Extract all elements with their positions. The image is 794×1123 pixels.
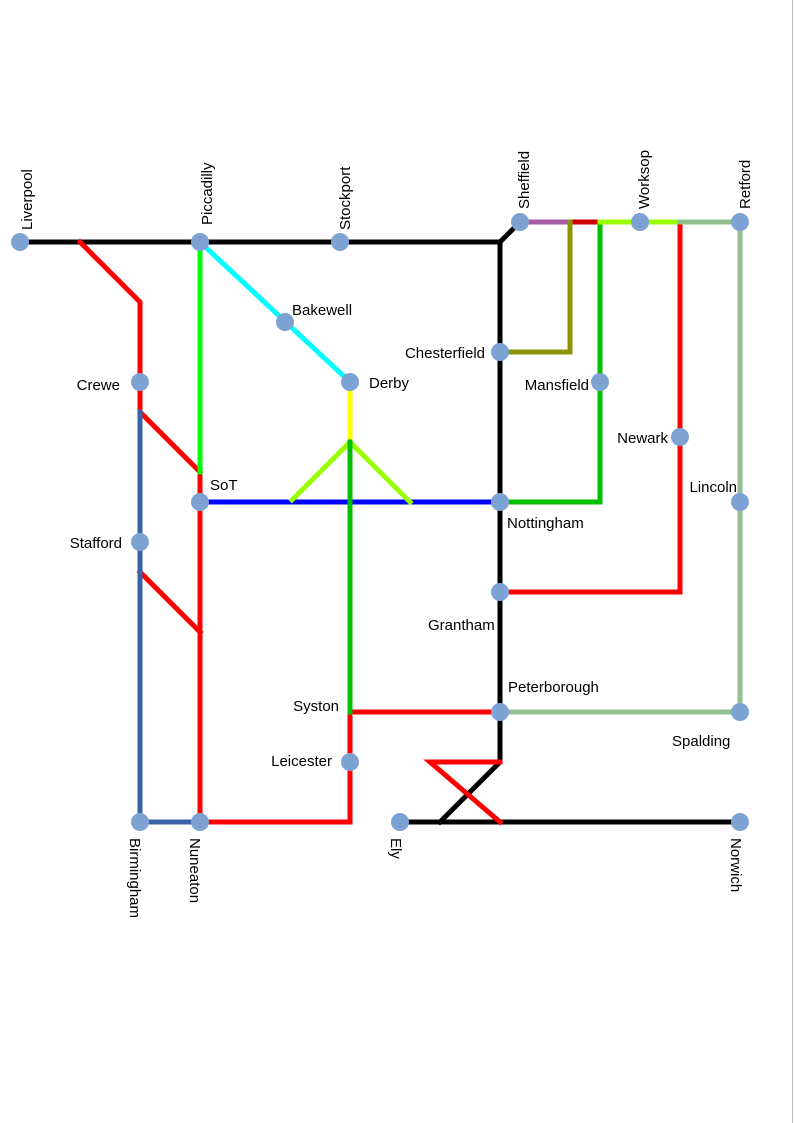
label-chesterfield: Chesterfield — [405, 345, 485, 362]
labels: Liverpool Piccadilly Stockport Sheffield… — [19, 150, 754, 918]
label-syston: Syston — [293, 698, 339, 715]
station-liverpool[interactable] — [11, 233, 29, 251]
label-newark: Newark — [617, 430, 668, 447]
station-leicester[interactable] — [341, 753, 359, 771]
label-worksop: Worksop — [636, 150, 653, 209]
station-nuneaton[interactable] — [191, 813, 209, 831]
label-stafford: Stafford — [70, 535, 122, 552]
route-ely-loop — [423, 759, 504, 826]
station-spalding[interactable] — [731, 703, 749, 721]
label-spalding: Spalding — [672, 733, 730, 750]
label-sot: SoT — [210, 477, 238, 494]
label-birmingham: Birmingham — [126, 838, 143, 918]
station-ely[interactable] — [391, 813, 409, 831]
route-stafford-branch — [136, 568, 204, 636]
station-sheffield[interactable] — [511, 213, 529, 231]
station-sot[interactable] — [191, 493, 209, 511]
label-nuneaton: Nuneaton — [186, 838, 203, 903]
station-lincoln[interactable] — [731, 493, 749, 511]
route-main-east-west — [17, 218, 524, 245]
station-peterborough[interactable] — [491, 703, 509, 721]
station-derby[interactable] — [341, 373, 359, 391]
station-stockport[interactable] — [331, 233, 349, 251]
label-crewe: Crewe — [77, 377, 120, 394]
station-bakewell[interactable] — [276, 313, 294, 331]
route-crewe-birmingham — [137, 409, 203, 825]
label-norwich: Norwich — [727, 838, 744, 892]
stations — [11, 213, 749, 831]
label-grantham: Grantham — [428, 617, 495, 634]
label-retford: Retford — [737, 160, 754, 209]
route-piccadilly-derby — [196, 238, 354, 386]
label-leicester: Leicester — [271, 753, 332, 770]
label-bakewell: Bakewell — [292, 302, 352, 319]
station-piccadilly[interactable] — [191, 233, 209, 251]
station-newark[interactable] — [671, 428, 689, 446]
label-mansfield: Mansfield — [525, 377, 589, 394]
route-chesterfield-link — [497, 219, 573, 355]
label-stockport: Stockport — [337, 166, 354, 230]
route-worksop-mansfield — [497, 219, 603, 505]
station-grantham[interactable] — [491, 583, 509, 601]
label-nottingham: Nottingham — [507, 515, 584, 532]
label-peterborough: Peterborough — [508, 679, 599, 696]
station-stafford[interactable] — [131, 533, 149, 551]
station-worksop[interactable] — [631, 213, 649, 231]
label-derby: Derby — [369, 375, 410, 392]
label-ely: Ely — [387, 838, 404, 859]
station-birmingham[interactable] — [131, 813, 149, 831]
route-liverpool-stafford — [76, 238, 204, 476]
station-crewe[interactable] — [131, 373, 149, 391]
page-edge — [792, 0, 793, 1123]
station-mansfield[interactable] — [591, 373, 609, 391]
label-lincoln: Lincoln — [689, 479, 737, 496]
route-newark-grantham — [497, 219, 683, 595]
route-retford-spalding — [497, 219, 743, 715]
label-piccadilly: Piccadilly — [199, 162, 216, 225]
station-chesterfield[interactable] — [491, 343, 509, 361]
route-sheffield-ely — [436, 239, 503, 826]
station-nottingham[interactable] — [491, 493, 509, 511]
station-norwich[interactable] — [731, 813, 749, 831]
label-sheffield: Sheffield — [516, 151, 533, 209]
routes — [17, 218, 743, 826]
label-liverpool: Liverpool — [19, 169, 36, 230]
station-retford[interactable] — [731, 213, 749, 231]
route-sot-nuneaton-leicester — [197, 469, 503, 825]
